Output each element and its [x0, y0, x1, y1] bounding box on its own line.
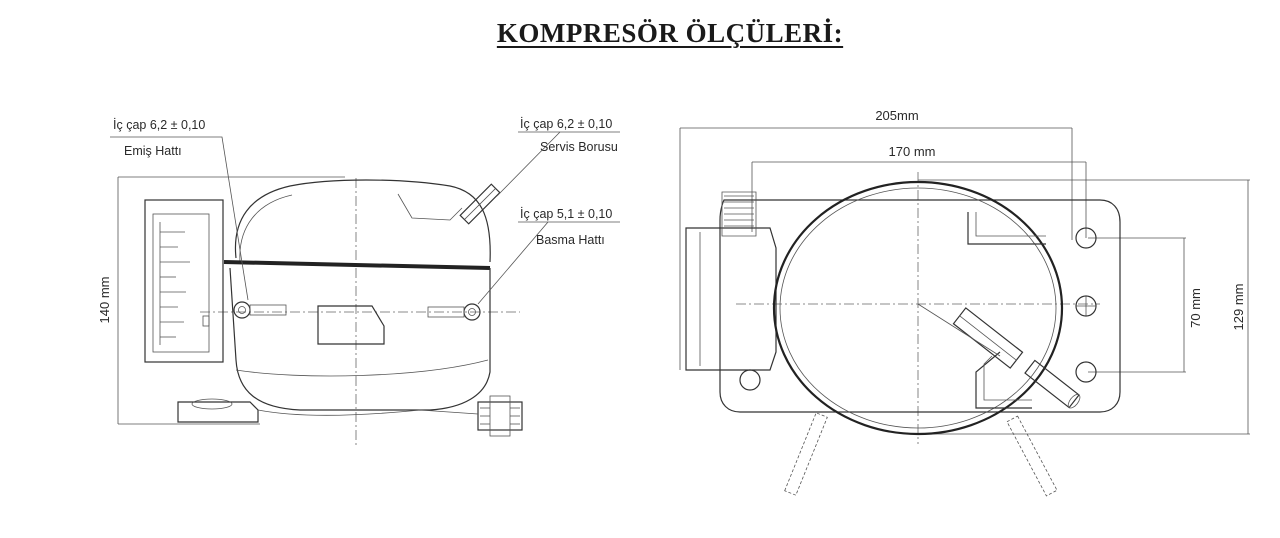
mount-spacing-dimension-label: 70 mm	[1188, 288, 1203, 328]
discharge-diameter-label: İç çap 5,1 ± 0,10	[520, 207, 612, 221]
service-diameter-label: İç çap 6,2 ± 0,10	[520, 117, 612, 131]
suction-diameter-label: İç çap 6,2 ± 0,10	[113, 118, 205, 132]
depth-dimension-label: 129 mm	[1231, 284, 1246, 331]
service-pipe-label: Servis Borusu	[540, 140, 618, 154]
width-inner-dimension-label: 170 mm	[889, 144, 936, 159]
suction-line-label: Emiş Hattı	[124, 144, 182, 158]
discharge-line-label: Basma Hattı	[536, 233, 605, 247]
height-dimension-label: 140 mm	[97, 277, 112, 324]
width-outer-dimension-label: 205mm	[875, 108, 918, 123]
grommet-foot	[419, 395, 523, 437]
compressor-top-view: 205mm 170 mm 129 mm 70 mm	[679, 108, 1250, 497]
compressor-side-view: 140 mm	[97, 117, 620, 448]
wire-coil	[721, 191, 757, 237]
page-title: KOMPRESÖR ÖLÇÜLERİ:	[496, 18, 844, 48]
